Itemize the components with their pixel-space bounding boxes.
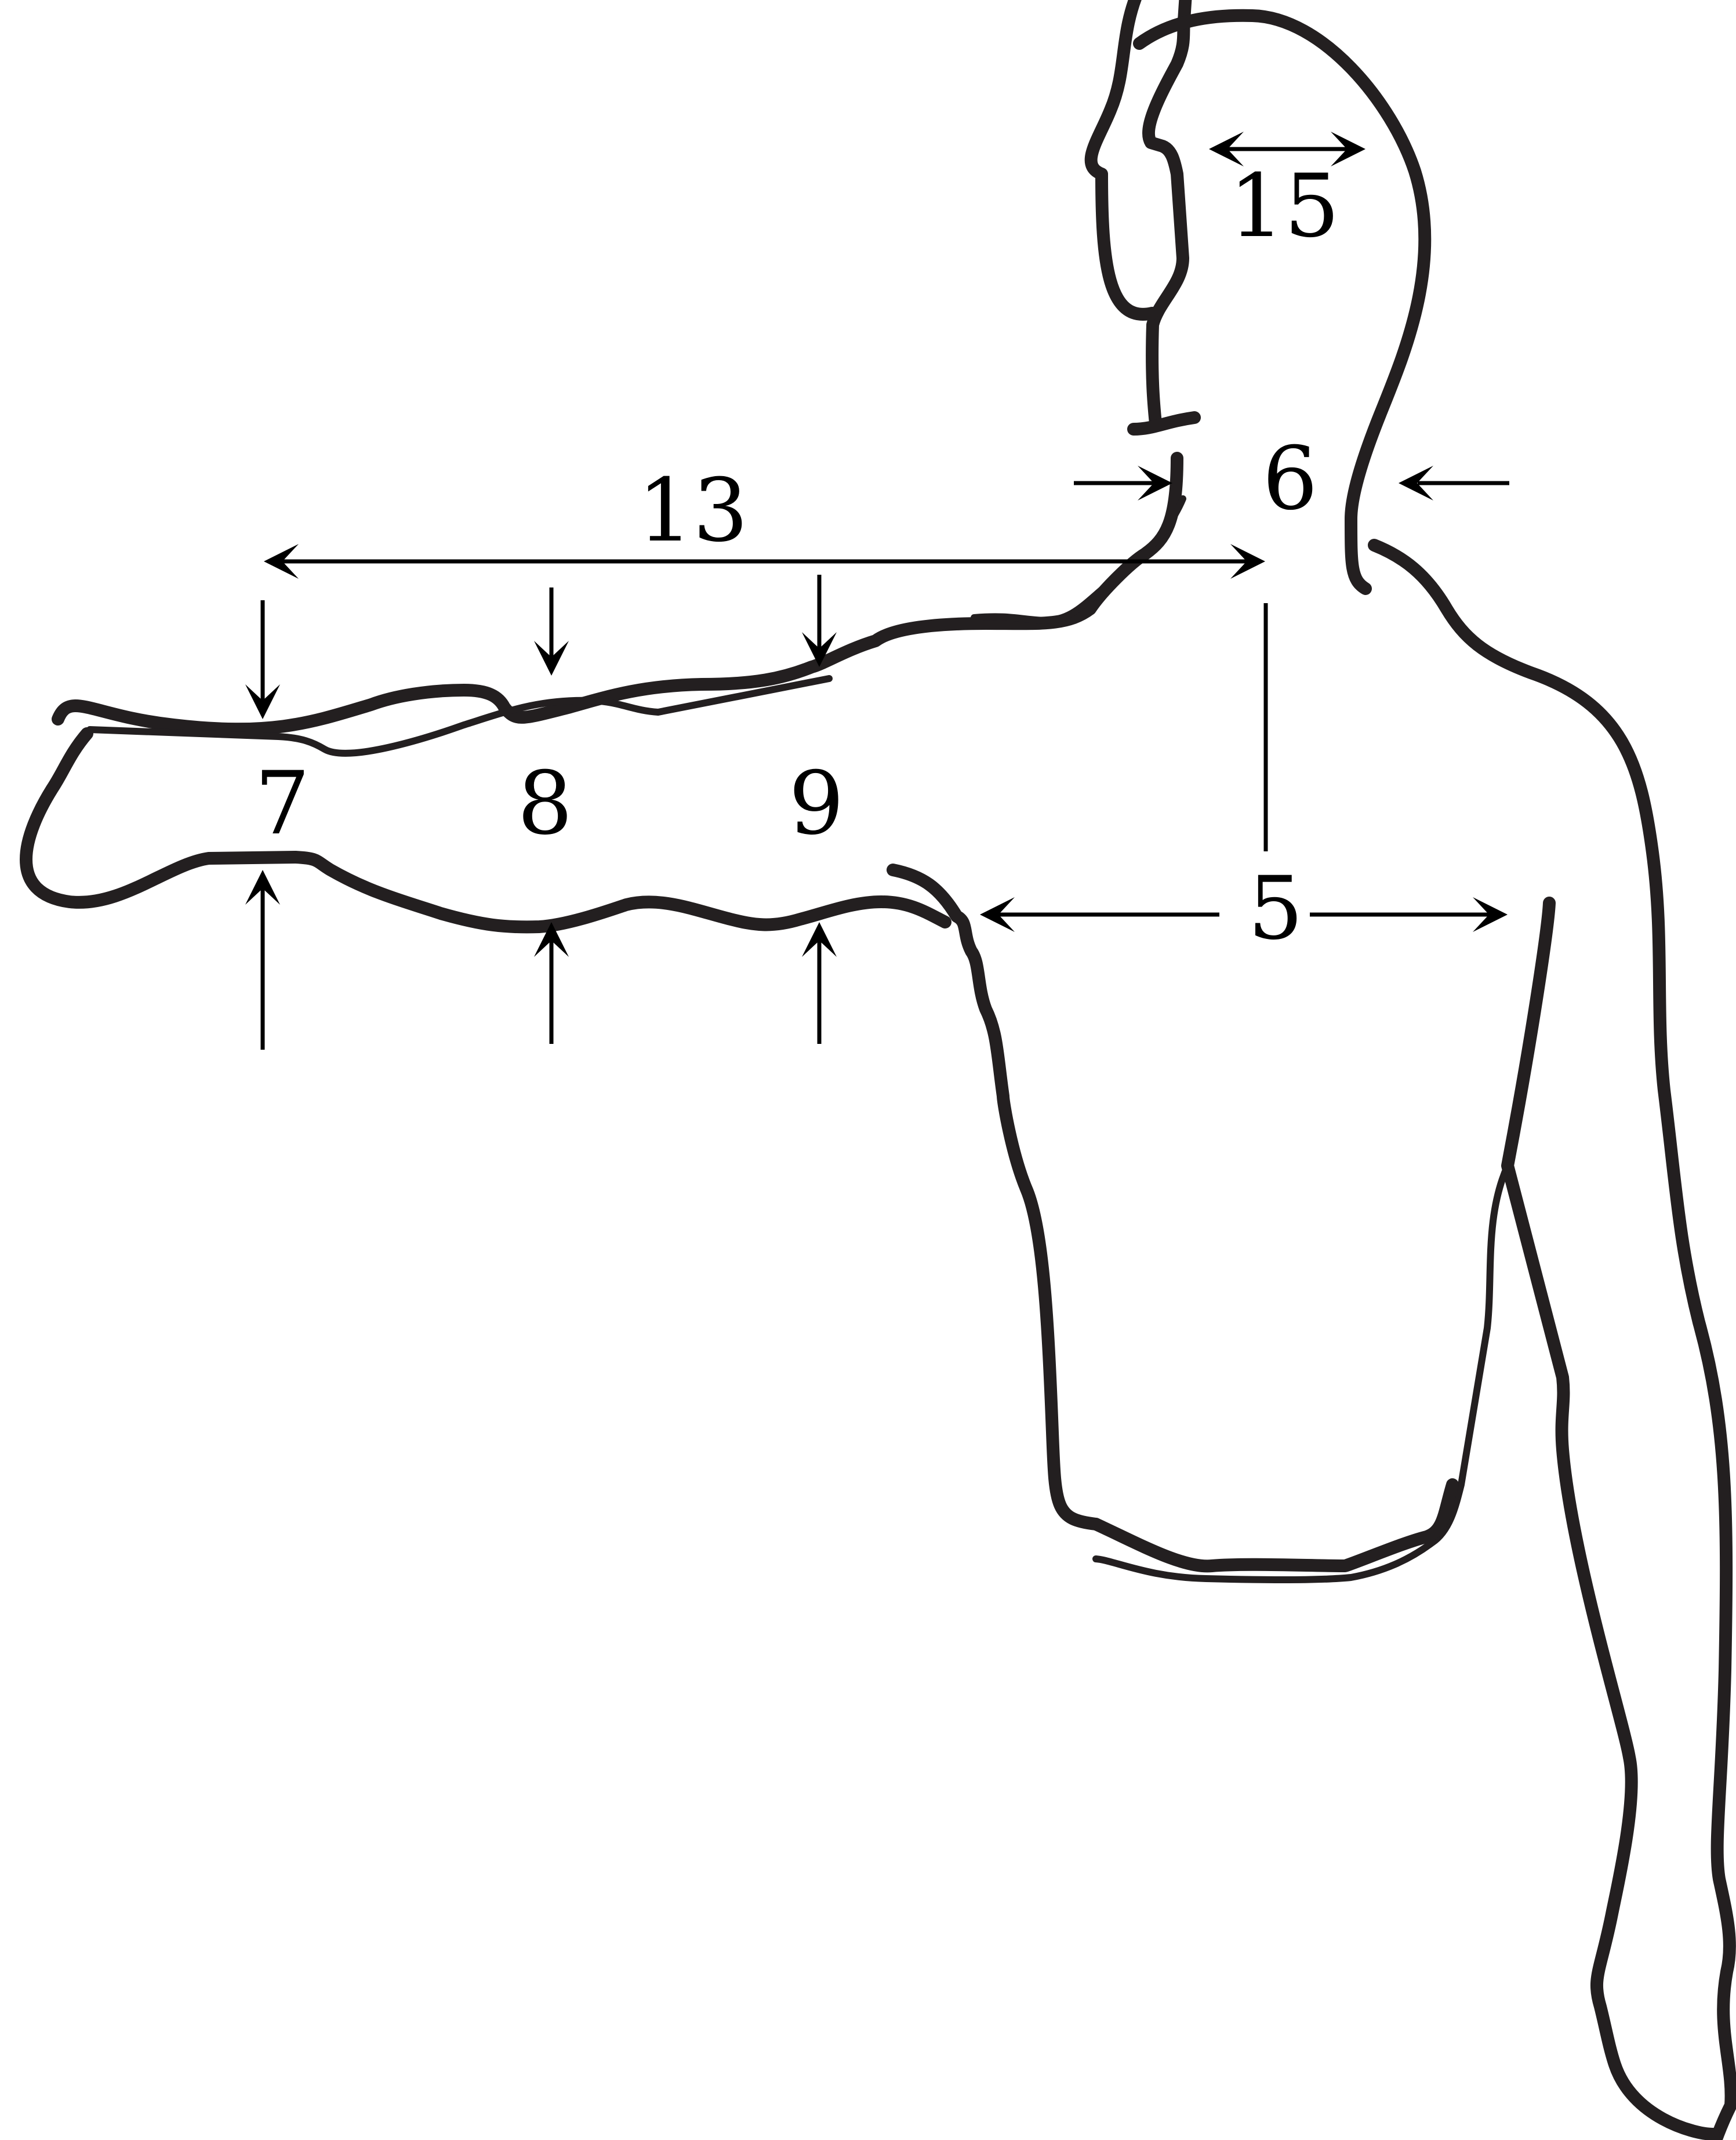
body-outline	[26, 0, 1731, 2139]
jaw-outline	[1134, 418, 1194, 429]
label-wrist: 7	[255, 753, 310, 854]
waist-bottom-outline	[1096, 1485, 1452, 1566]
label-chest: 5	[1248, 858, 1303, 959]
arm-top-outline	[58, 458, 1177, 729]
waist-outline	[893, 870, 1096, 1524]
label-forearm: 8	[517, 753, 572, 854]
label-elbow: 9	[789, 753, 844, 854]
label-neck: 6	[1262, 429, 1317, 529]
head-outline	[1149, 0, 1186, 423]
right-arm-inner-outline	[1508, 903, 1713, 2134]
label-head: 15	[1229, 156, 1340, 257]
label-arm-length: 13	[638, 460, 749, 561]
chest-width-arrows	[980, 897, 1508, 932]
